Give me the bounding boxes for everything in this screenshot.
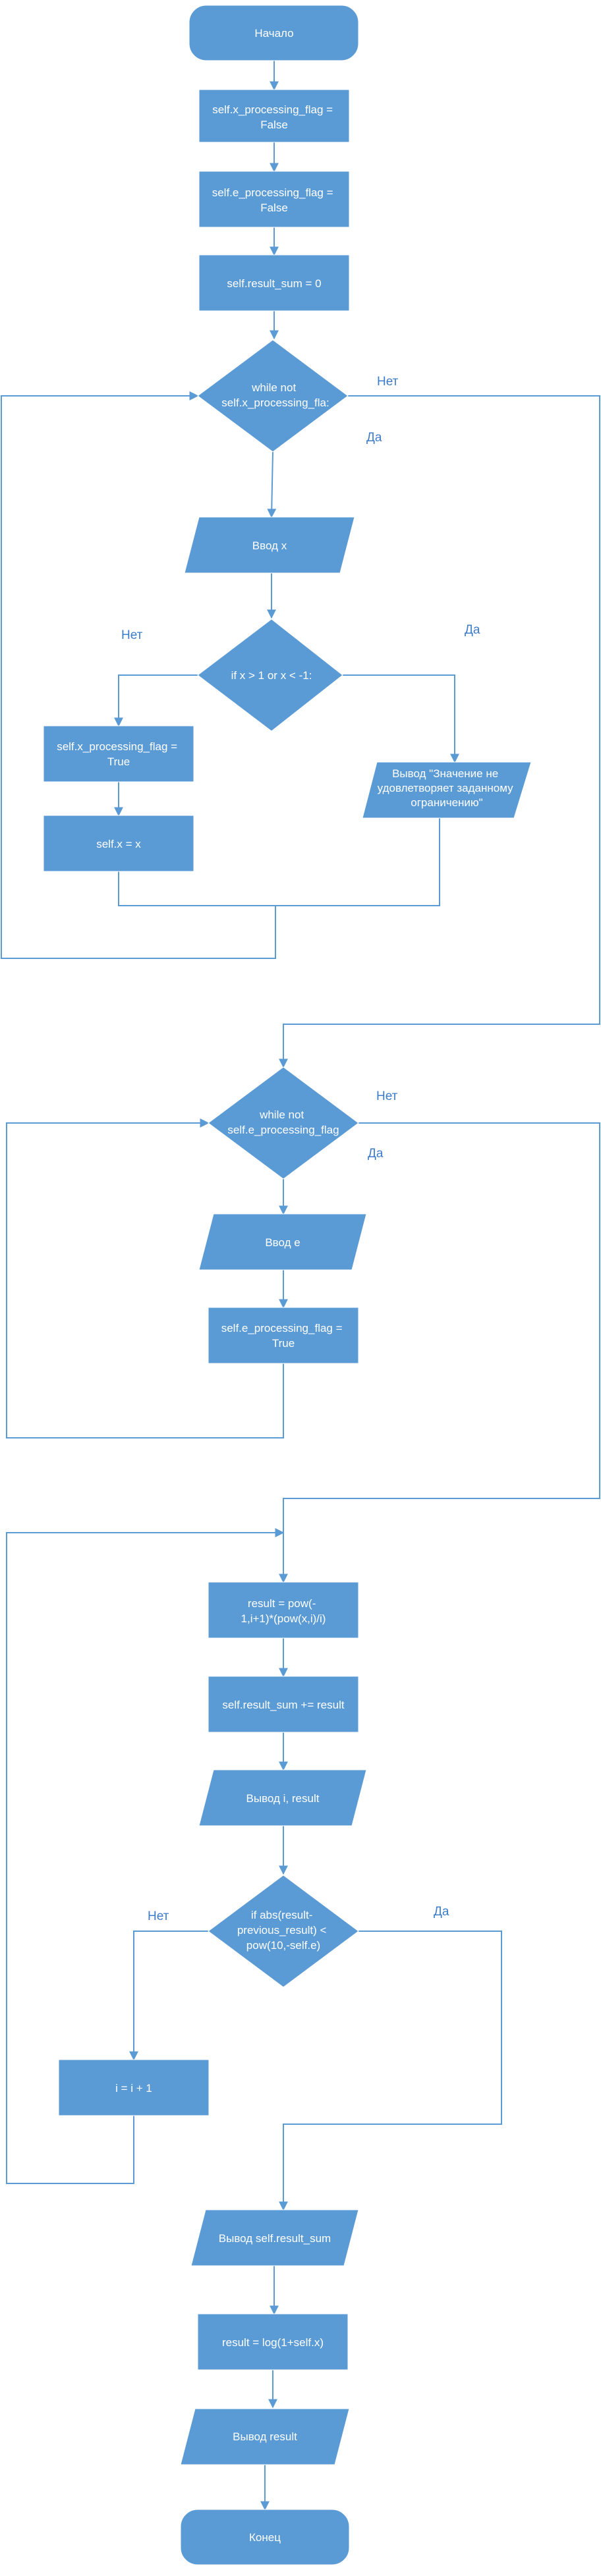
- start-terminator: Начало: [188, 5, 359, 61]
- assign-x-label: self.x = x: [96, 838, 141, 850]
- check-x-yes-label: Да: [465, 623, 480, 637]
- connectors: [1, 61, 600, 2511]
- set-x-flag-true-label: self.x_processing_flag = True: [57, 740, 181, 768]
- edge-loop-compute: [6, 1528, 285, 2184]
- check-x-label: if x > 1 or x < -1:: [231, 669, 312, 682]
- while-x-yes-label: Да: [366, 431, 382, 445]
- while-x-label: while not self.x_processing_fla:: [221, 381, 329, 409]
- while-e-label: while not self.e_processing_flag: [227, 1109, 339, 1136]
- assign-x-process: self.x = x: [43, 815, 194, 872]
- while-e-no-label: Нет: [376, 1089, 398, 1103]
- edge-loop-while-x: [1, 391, 276, 959]
- check-precision-label: if abs(result- previous_result) < pow(10…: [237, 1909, 329, 1952]
- compute-log-process: result = log(1+self.x): [197, 2313, 349, 2370]
- while-x-no-label: Нет: [377, 375, 399, 389]
- output-result-io: Вывод result: [180, 2408, 350, 2465]
- constraint-error-io: Вывод "Значение не удовлетворяет заданно…: [362, 761, 532, 819]
- set-e-flag-true-label: self.e_processing_flag = True: [221, 1322, 346, 1350]
- output-i-result-io: Вывод i, result: [198, 1769, 367, 1826]
- edge-loop-while-e: [6, 1118, 284, 1439]
- edge-labels: Нет Да Нет Да Нет Да Нет Да: [121, 375, 480, 1923]
- set-x-flag-false-process: self.x_processing_flag = False: [198, 89, 350, 143]
- edge-while-x-yes: [267, 451, 277, 518]
- output-result-label: Вывод result: [233, 2430, 297, 2443]
- check-x-decision: if x > 1 or x < -1:: [197, 618, 343, 732]
- compute-log-label: result = log(1+self.x): [222, 2336, 324, 2349]
- edge-check-precision-no: [129, 1931, 208, 2061]
- set-x-flag-true-process: self.x_processing_flag = True: [43, 725, 194, 782]
- input-x-io: Ввод x: [184, 516, 355, 574]
- set-x-flag-false-label: self.x_processing_flag = False: [212, 103, 336, 131]
- check-x-no-label: Нет: [121, 628, 143, 642]
- while-x-decision: while not self.x_processing_fla:: [197, 339, 349, 452]
- compute-result-label: result = pow(- 1,i+1)*(pow(x,i)/i): [241, 1597, 326, 1625]
- end-label: Конец: [249, 2531, 281, 2544]
- edge-while-x-no: [279, 395, 600, 1068]
- while-e-yes-label: Да: [368, 1147, 384, 1161]
- set-e-flag-false-process: self.e_processing_flag = False: [198, 171, 350, 228]
- increment-i-label: i = i + 1: [115, 2082, 152, 2095]
- check-precision-decision: if abs(result- previous_result) < pow(10…: [208, 1875, 359, 1988]
- output-result-sum-io: Вывод self.result_sum: [190, 2209, 359, 2266]
- edge-check-x-no: [114, 674, 198, 727]
- edge-merge-x-branches: [118, 818, 440, 906]
- check-precision-yes-label: Да: [434, 1905, 449, 1919]
- compute-result-process: result = pow(- 1,i+1)*(pow(x,i)/i): [208, 1581, 359, 1639]
- start-label: Начало: [254, 27, 293, 40]
- edge-check-x-yes: [343, 674, 459, 763]
- input-e-label: Ввод e: [265, 1236, 300, 1249]
- check-precision-no-label: Нет: [148, 1909, 169, 1923]
- output-i-result-label: Вывод i, result: [246, 1792, 320, 1805]
- set-e-flag-true-process: self.e_processing_flag = True: [208, 1307, 359, 1364]
- output-result-sum-label: Вывод self.result_sum: [219, 2232, 331, 2245]
- input-e-io: Ввод e: [198, 1213, 367, 1271]
- constraint-error-label: Вывод "Значение не удовлетворяет заданно…: [378, 767, 517, 809]
- set-result-sum-process: self.result_sum = 0: [198, 254, 350, 312]
- end-terminator: Конец: [180, 2509, 350, 2565]
- input-x-label: Ввод x: [252, 539, 287, 552]
- edge-while-e-no: [279, 1122, 600, 1583]
- set-result-sum-label: self.result_sum = 0: [227, 277, 321, 290]
- accumulate-sum-label: self.result_sum += result: [222, 1699, 344, 1711]
- edge-check-precision-yes: [279, 1931, 502, 2211]
- while-e-decision: while not self.e_processing_flag: [208, 1066, 359, 1180]
- increment-i-process: i = i + 1: [58, 2059, 210, 2116]
- accumulate-sum-process: self.result_sum += result: [208, 1676, 359, 1733]
- set-e-flag-false-label: self.e_processing_flag = False: [212, 186, 337, 214]
